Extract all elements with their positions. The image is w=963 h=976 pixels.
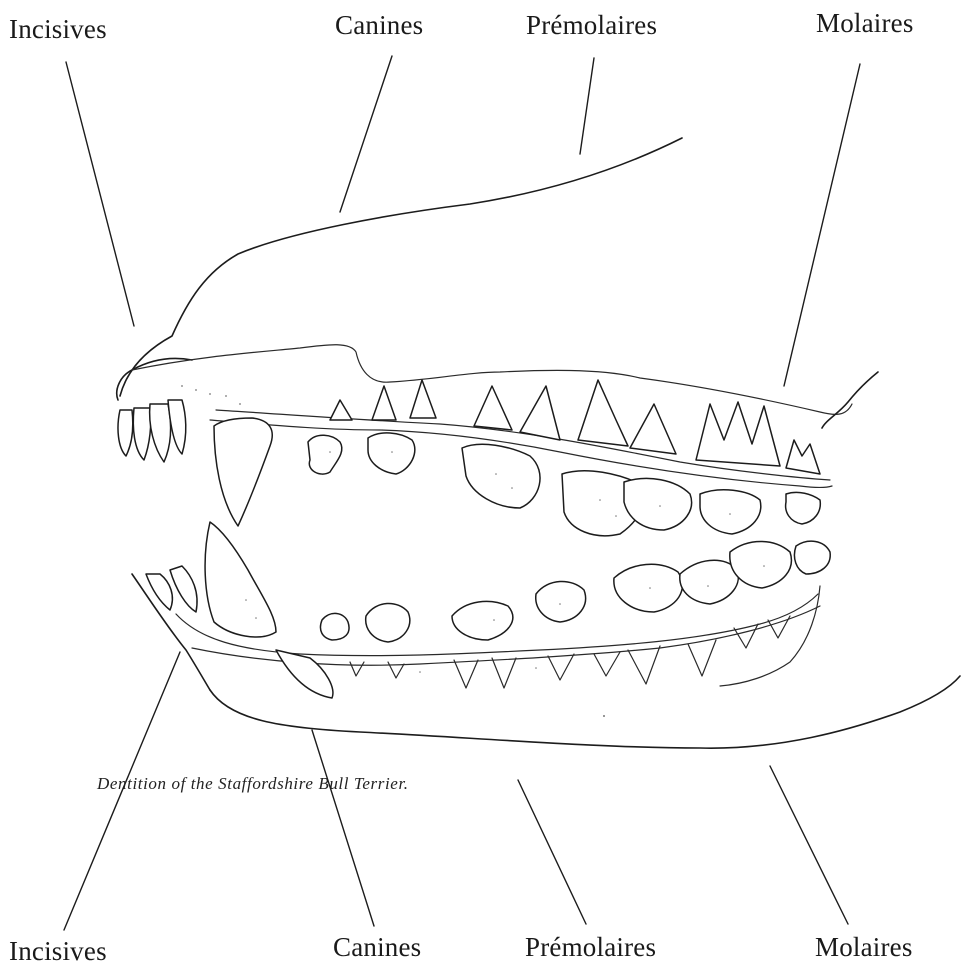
leader-bottom-premolaires xyxy=(518,780,586,924)
leader-top-molaires xyxy=(784,64,860,386)
lower-outer-teeth xyxy=(276,616,790,698)
leader-bottom-canines xyxy=(312,730,374,926)
leader-lines-bottom xyxy=(64,652,848,930)
leader-lines-top xyxy=(66,56,860,386)
leader-top-premolaires xyxy=(580,58,594,154)
upper-incisors xyxy=(118,400,186,462)
upper-molars xyxy=(696,402,820,474)
lower-canine xyxy=(205,522,276,637)
leader-top-incisives xyxy=(66,62,134,326)
lower-inner-teeth xyxy=(320,541,830,642)
leader-bottom-molaires xyxy=(770,766,848,924)
upper-canine xyxy=(214,418,272,526)
leader-top-canines xyxy=(340,56,392,212)
leader-bottom-incisives xyxy=(64,652,180,930)
